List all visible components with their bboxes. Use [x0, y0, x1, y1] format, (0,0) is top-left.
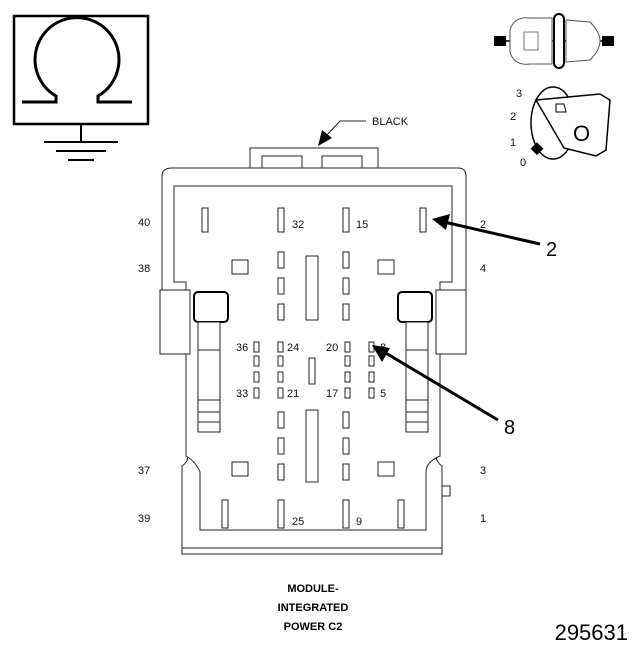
- callout-label-2: 2: [546, 239, 557, 261]
- ignition-switch-icon: 3 2 1 0 O: [510, 86, 611, 169]
- cavity-label-38: 38: [138, 263, 150, 275]
- cavity-1: [397, 499, 405, 529]
- cavity-label-25: 25: [292, 516, 304, 528]
- ground-symbol-icon: [12, 14, 150, 161]
- cavity-15: [342, 207, 350, 233]
- cavity-39: [221, 499, 229, 529]
- callout-label-8: 8: [504, 417, 515, 439]
- cavity-25: [277, 499, 285, 529]
- cavity-37: [231, 461, 249, 477]
- cavity-label-2: 2: [480, 219, 486, 231]
- cavity-label-24: 24: [287, 342, 299, 354]
- cavity-label-1: 1: [480, 513, 486, 525]
- wire-color-leader: [325, 120, 366, 137]
- cavity-label-39: 39: [138, 513, 150, 525]
- cavity-label-17: 17: [326, 388, 338, 400]
- cavity-label-3: 3: [480, 465, 486, 477]
- cavity-9: [342, 499, 350, 529]
- wire-color-arrowhead: [318, 130, 332, 146]
- ignition-position-3: 3: [516, 88, 522, 100]
- figure-number: 295631: [555, 620, 628, 645]
- cavity-label-5: 5: [380, 388, 386, 400]
- ignition-position-2: 2: [510, 111, 516, 123]
- cavity-33: [253, 387, 260, 399]
- callout-2: 2: [432, 214, 557, 261]
- ignition-key-letter: O: [573, 121, 590, 146]
- cavity-38: [231, 259, 249, 275]
- ignition-position-0: 0: [520, 157, 526, 169]
- cavity-label-15: 15: [356, 219, 368, 231]
- cavity-label-20: 20: [326, 342, 338, 354]
- cavity-label-4: 4: [480, 263, 486, 275]
- cavity-36: [253, 341, 260, 353]
- cavity-label-9: 9: [356, 516, 362, 528]
- connector-title-line3: POWER C2: [284, 621, 343, 633]
- connector-plug-icon: [494, 13, 614, 69]
- cavity-label-37: 37: [138, 465, 150, 477]
- cavity-20: [344, 341, 351, 353]
- cavity-2: [419, 207, 427, 233]
- cavity-21: [277, 387, 284, 399]
- connector-title: MODULE- INTEGRATED POWER C2: [278, 583, 349, 633]
- cavity-5: [368, 387, 375, 399]
- terminal-cavities: [201, 207, 427, 529]
- cavity-label-32: 32: [292, 219, 304, 231]
- cavity-4: [377, 259, 395, 275]
- connector-title-line1: MODULE-: [287, 583, 339, 595]
- cavity-40: [201, 207, 209, 233]
- cavity-label-33: 33: [236, 388, 248, 400]
- connector-title-line2: INTEGRATED: [278, 602, 349, 614]
- wire-color-label: BLACK: [372, 116, 409, 128]
- cavity-label-36: 36: [236, 342, 248, 354]
- cavity-label-40: 40: [138, 217, 150, 229]
- cavity-17: [344, 387, 351, 399]
- cavity-3: [377, 461, 395, 477]
- cavity-label-21: 21: [287, 388, 299, 400]
- cavity-labels: 40 32 15 2 38 4 36 24 20 8 33 21 17 5 37…: [138, 217, 486, 528]
- cavity-32: [277, 207, 285, 233]
- callout-8: 8: [372, 345, 515, 439]
- cavity-24: [277, 341, 284, 353]
- ignition-position-1: 1: [510, 137, 516, 149]
